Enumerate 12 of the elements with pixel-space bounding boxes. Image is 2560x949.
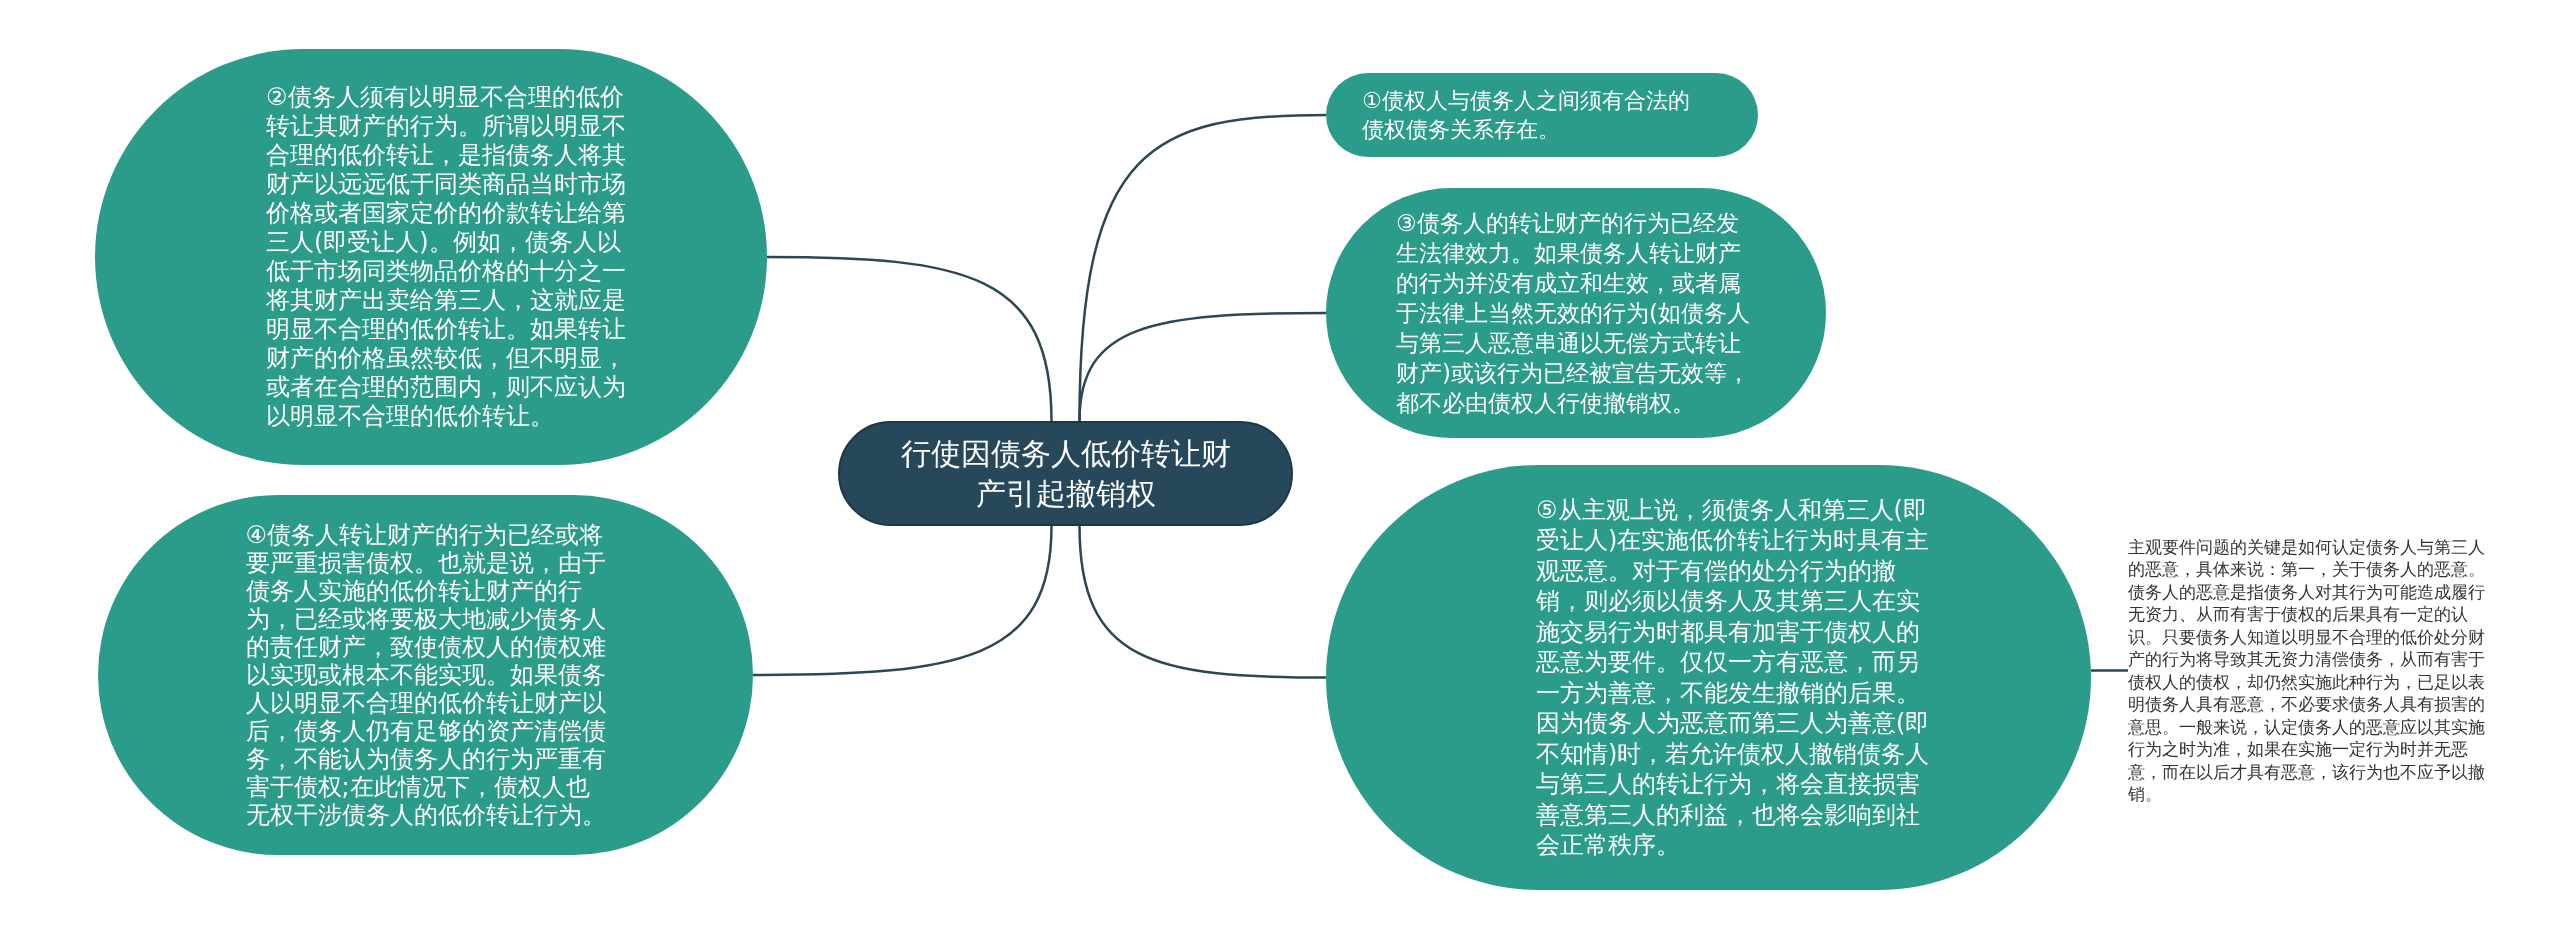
subtopic-text: ⑤从主观上说，须债务人和第三人(即受让人)在实施低价转让行为时具有主观恶意。对于有偿的处分行为的撤销，则必须以债务人及其第三人在实施交易行为时都具有加害于债权人的恶意为要件。仅仅一方有恶意，而另一方为善意，不能发生撤销的后果。因为债务人为恶意而第三人为善意(即不知情)时，若允许债权人撤销债务人与第三人的转让行为，将会直接损害善意第三人的利益，也将会影响到社会正常秩序。 xyxy=(1536,494,1931,861)
subtopic-text: ②债务人须有以明显不合理的低价转让其财产的行为。所谓以明显不合理的低价转让，是指债务人将其财产以远远低于同类商品当时市场价格或者国家定价的价款转让给第三人(即受让人)。例如，债务人以低于市场同类物品价格的十分之一将其财产出卖给第三人，这就应是明显不合理的低价转让。如果转让财产的价格虽然较低，但不明显，或者在合理的范围内，则不应认为以明显不合理的低价转让。 xyxy=(266,83,627,431)
subtopic-text: ①债权人与债务人之间须有合法的债权债务关系存在。 xyxy=(1362,87,1691,144)
connector-line xyxy=(1078,311,1326,422)
subtopic-text: ③债务人的转让财产的行为已经发生法律效力。如果债务人转让财产的行为并没有成立和生效，或者属于法律上当然无效的行为(如债务人与第三人恶意串通以无偿方式转让财产)或该行为已经被宣告无效等，都不必由债权人行使撤销权。 xyxy=(1396,209,1751,418)
connector-line xyxy=(2091,669,2128,672)
topic-text: 行使因债务人低价转让财产引起撤销权 xyxy=(899,434,1232,513)
subtopic-text: ④债务人转让财产的行为已经或将要严重损害债权。也就是说，由于债务人实施的低价转让财产的行为，已经或将要极大地减少债务人的责任财产，致使债权人的债权难以实现或根本不能实现。如果债务人以明显不合理的低价转让财产以后，债务人仍有足够的资产清偿债务，不能认为债务人的行为严重有害于债权;在此情况下，债权人也无权干涉债务人的低价转让行为。 xyxy=(245,521,606,829)
note-text: 主观要件问题的关键是如何认定债务人与第三人的恶意，具体来说：第一，关于债务人的恶意。债务人的恶意是指债务人对其行为可能造成履行无资力、从而有害于债权的后果具有一定的认识。只要债务人知道以明显不合理的低价处分财产的行为将导致其无资力清偿债务，从而有害于债权人的债权，却仍然实施此种行为，已足以表明债务人具有恶意，不必要求债务人具有损害的意思。一般来说，认定债务人的恶意应以其实施行为之时为准，如果在实施一定行为时并无恶意，而在以后才具有恶意，该行为也不应予以撤销。 xyxy=(2128,533,2488,808)
connector-line xyxy=(1078,525,1326,679)
connector-line xyxy=(753,525,1053,677)
connector-line xyxy=(767,255,1053,422)
